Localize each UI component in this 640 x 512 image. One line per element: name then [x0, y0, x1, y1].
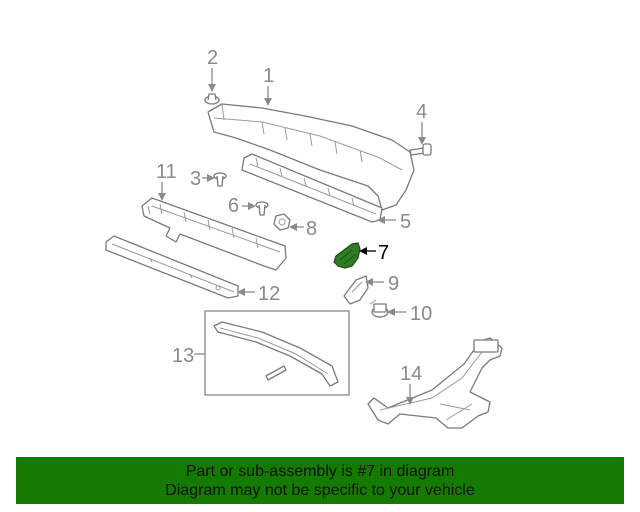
- part-3-push-pin[interactable]: [213, 172, 227, 187]
- svg-text:14: 14: [400, 363, 422, 385]
- svg-text:7: 7: [378, 242, 389, 264]
- svg-text:3: 3: [190, 168, 201, 190]
- part-7-bracket-highlighted[interactable]: [333, 242, 361, 269]
- callout-1: 1: [263, 65, 274, 106]
- callout-4: 4: [416, 101, 427, 145]
- callout-2: 2: [207, 47, 218, 92]
- part-4-bolt[interactable]: [409, 143, 432, 156]
- svg-text:10: 10: [410, 303, 432, 325]
- part-11-reinforcement[interactable]: [141, 197, 287, 271]
- callout-14: 14: [400, 363, 422, 405]
- svg-text:4: 4: [416, 101, 427, 123]
- svg-text:11: 11: [156, 161, 177, 183]
- svg-text:8: 8: [306, 218, 317, 240]
- callout-6: 6: [228, 195, 256, 217]
- svg-text:6: 6: [228, 195, 239, 217]
- banner-line-1: Part or sub-assembly is #7 in diagram: [185, 462, 455, 480]
- parts-diagram: 1 2 4 5 3: [105, 47, 503, 429]
- part-9-bracket[interactable]: [343, 275, 369, 305]
- part-2-clip[interactable]: [204, 93, 220, 105]
- callout-7: 7: [359, 242, 389, 264]
- callout-8: 8: [289, 218, 317, 240]
- part-13-molding-kit[interactable]: [204, 310, 350, 396]
- part-8-clip-nut[interactable]: [273, 213, 291, 231]
- svg-text:1: 1: [263, 65, 274, 87]
- callout-12: 12: [237, 283, 280, 305]
- callout-13: 13: [172, 345, 205, 367]
- part-1-bumper-cover[interactable]: [207, 103, 415, 211]
- callout-5: 5: [377, 211, 411, 233]
- part-6-push-pin[interactable]: [255, 201, 269, 216]
- callout-9: 9: [365, 273, 399, 295]
- svg-text:5: 5: [400, 211, 411, 233]
- part-info-banner: Part or sub-assembly is #7 in diagram Di…: [16, 457, 624, 504]
- part-12-bumper-beam[interactable]: [105, 235, 239, 299]
- svg-text:13: 13: [172, 345, 194, 367]
- callout-11: 11: [156, 161, 177, 201]
- callout-3: 3: [190, 168, 215, 190]
- svg-text:2: 2: [207, 47, 218, 69]
- part-10-bolt[interactable]: [369, 299, 389, 318]
- svg-text:9: 9: [388, 273, 399, 295]
- banner-line-2: Diagram may not be specific to your vehi…: [165, 481, 475, 499]
- svg-text:12: 12: [258, 283, 280, 305]
- part-14-trailer-hitch[interactable]: [367, 337, 503, 429]
- callout-10: 10: [387, 303, 432, 325]
